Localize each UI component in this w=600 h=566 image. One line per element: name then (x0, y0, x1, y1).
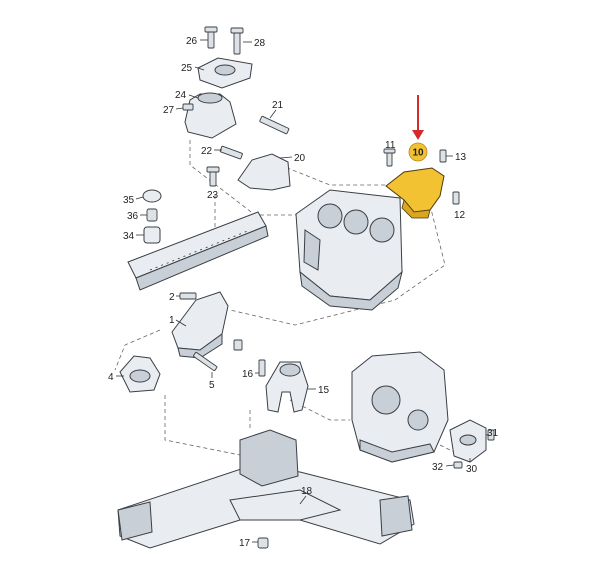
callout-28: 28 (254, 38, 266, 49)
indicator-arrowhead (412, 130, 424, 140)
rear-mount-assembly (449, 419, 495, 469)
engine-block (295, 189, 403, 311)
bolt-17 (257, 537, 269, 549)
callout-labels: 26 28 25 24 27 21 22 20 23 35 36 34 11 1… (108, 36, 499, 549)
callout-21: 21 (272, 100, 284, 111)
bolt-22 (219, 145, 243, 160)
bolt-13 (439, 149, 447, 163)
callout-30: 30 (466, 464, 478, 475)
bolt-26 (207, 29, 215, 49)
callout-18: 18 (301, 486, 313, 497)
bolt-12 (452, 191, 460, 205)
callout-10: 10 (412, 148, 424, 159)
highlight-badge (408, 142, 428, 162)
bolt-11 (386, 151, 393, 167)
bolt-32 (453, 461, 463, 469)
callout-15: 15 (318, 385, 330, 396)
callout-1: 1 (169, 315, 175, 326)
highlighted-bracket-assembly: 10 (383, 95, 460, 219)
pendulum-mount-assembly (258, 359, 309, 413)
callout-20: 20 (294, 153, 306, 164)
gearbox (351, 351, 449, 463)
bolt-5 (193, 351, 218, 372)
bolt-27 (182, 103, 194, 111)
callout-2: 2 (169, 292, 175, 303)
left-mount-assembly (171, 291, 243, 372)
bolt-36 (146, 208, 158, 222)
callout-4: 4 (108, 372, 114, 383)
callout-35: 35 (123, 195, 135, 206)
bracket-20 (237, 153, 291, 191)
small-parts-34-36 (142, 189, 162, 244)
engine-mount-top-assembly (182, 26, 253, 139)
callout-13: 13 (455, 152, 467, 163)
callout-32: 32 (432, 462, 444, 473)
subframe-rail (127, 211, 269, 291)
bushing-34 (143, 226, 161, 244)
bolt-16 (258, 359, 266, 377)
subframe-18 (117, 429, 415, 549)
callout-25: 25 (181, 63, 193, 74)
callout-36: 36 (127, 211, 139, 222)
callout-31: 31 (487, 428, 499, 439)
callout-26: 26 (186, 36, 198, 47)
bolt-28 (233, 31, 241, 55)
callout-11: 11 (385, 140, 396, 151)
bolt-21 (259, 115, 290, 135)
callout-5: 5 (209, 380, 215, 391)
engine-mount-24 (184, 93, 237, 139)
callout-17: 17 (239, 538, 251, 549)
callout-16: 16 (242, 369, 254, 380)
callout-27: 27 (163, 105, 175, 116)
bracket-20-assembly (206, 115, 291, 191)
callout-34: 34 (123, 231, 135, 242)
cap-35 (142, 189, 162, 203)
callout-22: 22 (201, 146, 213, 157)
callout-23: 23 (207, 190, 219, 201)
callout-12: 12 (454, 210, 466, 221)
bolt-2 (179, 292, 197, 300)
callout-24: 24 (175, 90, 187, 101)
